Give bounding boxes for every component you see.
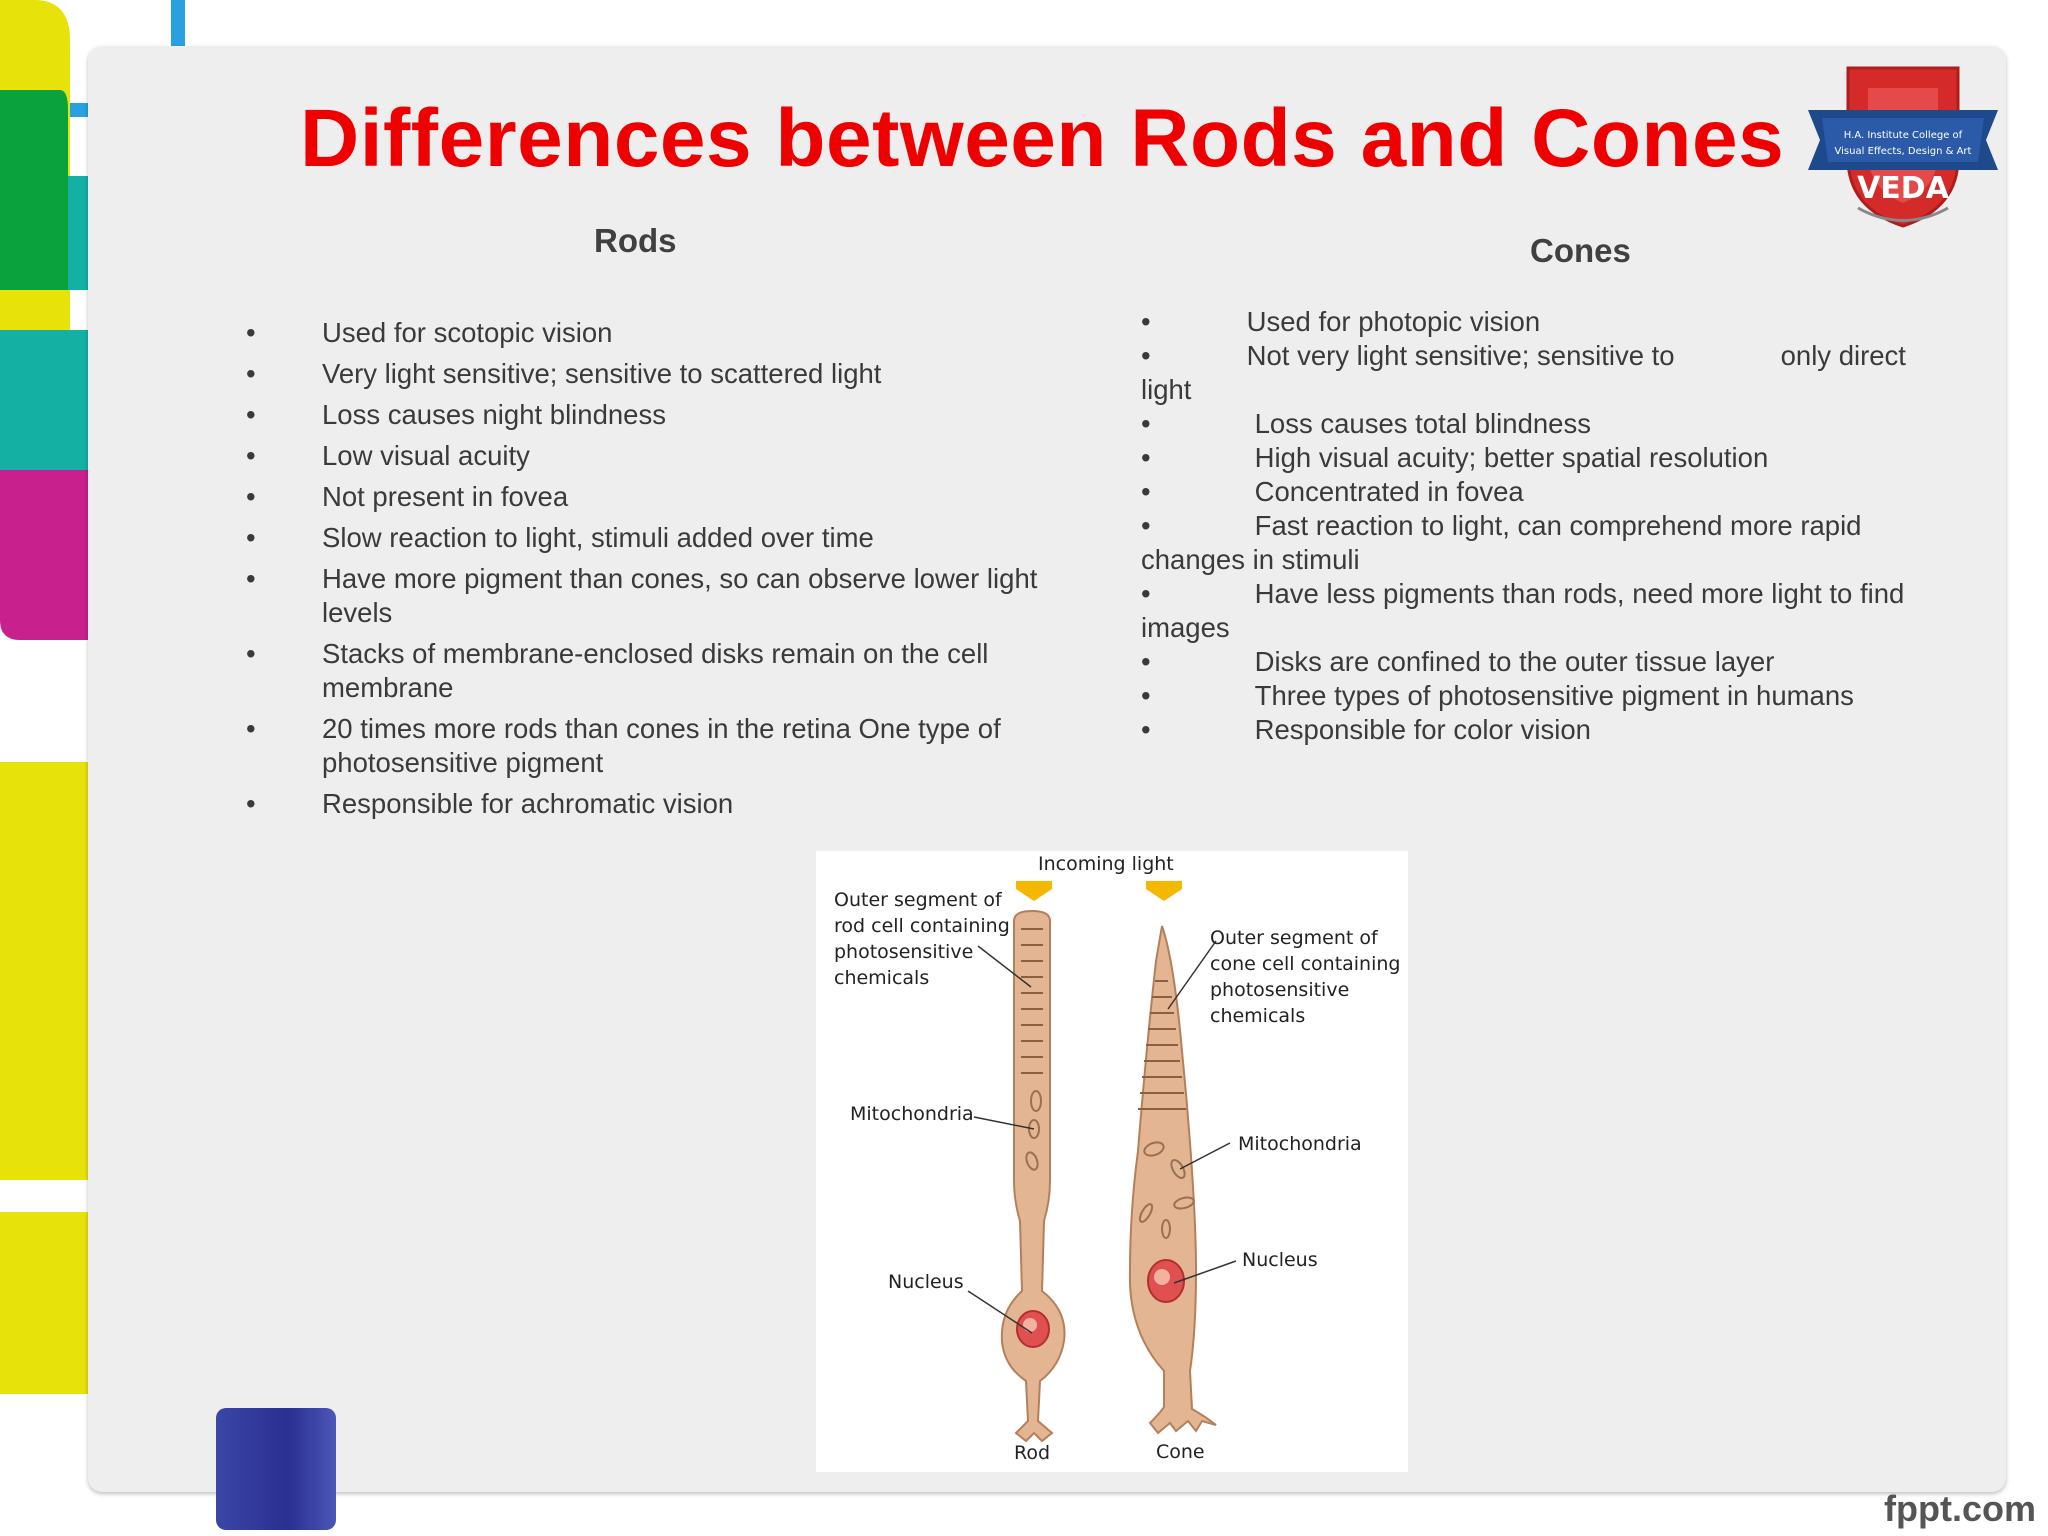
svg-text:H.A. Institute College of: H.A. Institute College of [1844, 130, 1963, 141]
list-item: •20 times more rods than cones in the re… [246, 713, 1001, 778]
bullet-dot: • [246, 638, 256, 669]
cone-mitochondria-label: Mitochondria [1238, 1133, 1362, 1155]
list-item: •Responsible for color vision [1141, 714, 1591, 745]
bullet-dot: • [246, 563, 256, 594]
bullet-dot: • [246, 399, 256, 430]
green-block [0, 90, 68, 290]
bullet-dot: • [246, 522, 256, 553]
bullet-dot: • [246, 788, 256, 819]
bullet-dot: • [246, 317, 256, 348]
bullet-dot: • [246, 440, 256, 471]
bullet-dot: • [1141, 714, 1151, 745]
rod-label: Rod [1014, 1442, 1051, 1464]
cones-list: •Used for photopic vision •Not very ligh… [1141, 305, 1941, 747]
bullet-dot: • [1141, 646, 1151, 677]
list-item: •Used for photopic vision [1141, 306, 1541, 337]
bullet-dot: • [1141, 408, 1151, 439]
bullet-dot: • [246, 358, 256, 389]
footer-brand: fppt.com [1884, 1488, 2036, 1529]
list-item-continuation: light [1141, 374, 1192, 405]
bullet-dot: • [1141, 340, 1151, 371]
bullet-dot: • [246, 713, 256, 744]
rod-cone-diagram: Incoming light Outer segment of rod cell… [816, 851, 1408, 1472]
list-item: •Concentrated in fovea [1141, 476, 1524, 507]
list-item: •Disks are confined to the outer tissue … [1141, 646, 1775, 677]
list-item: •Have more pigment than cones, so can ob… [246, 563, 1038, 628]
leader-lines [967, 940, 1237, 1334]
rod-cell [1000, 909, 1066, 1443]
list-item: •Very light sensitive; sensitive to scat… [246, 358, 882, 389]
list-item: •Loss causes night blindness [246, 399, 666, 430]
bullet-dot: • [1141, 476, 1151, 507]
college-crest-logo: H.A. Institute College of Visual Effects… [1808, 66, 1998, 228]
rod-nucleus-label: Nucleus [888, 1271, 964, 1293]
list-item: •Three types of photosensitive pigment i… [1141, 680, 1854, 711]
cone-nucleus-label: Nucleus [1242, 1249, 1318, 1271]
bullet-dot: • [1141, 510, 1151, 541]
rod-mitochondria-label: Mitochondria [850, 1103, 974, 1125]
rod-outer-segment-label: Outer segment of rod cell containing pho… [834, 889, 1010, 989]
rods-heading: Rods [594, 222, 677, 259]
light-arrow-cone [1146, 881, 1182, 901]
list-item: •Stacks of membrane-enclosed disks remai… [246, 638, 989, 703]
slide-title: Differences between Rods and Cones [300, 93, 1785, 184]
svg-text:Visual Effects, Design & Art: Visual Effects, Design & Art [1835, 146, 1972, 157]
bullet-dot: • [246, 481, 256, 512]
list-item: •Low visual acuity [246, 440, 530, 471]
light-arrow-rod [1016, 881, 1052, 901]
list-item: •Used for scotopic vision [246, 317, 613, 348]
rods-list: •Used for scotopic vision •Very light se… [246, 316, 1046, 828]
cone-outer-segment-label: Outer segment of cone cell containing ph… [1210, 927, 1401, 1027]
svg-text:VEDA: VEDA [1857, 171, 1950, 206]
list-item: •High visual acuity; better spatial reso… [1141, 442, 1769, 473]
incoming-light-label: Incoming light [1038, 853, 1174, 875]
cone-cell [1128, 925, 1217, 1435]
rod-cone-illustration [967, 881, 1237, 1443]
list-item: •Have less pigments than rods, need more… [1141, 578, 1905, 609]
bullet-dot: • [1141, 306, 1151, 337]
blue-square-decoration [216, 1408, 336, 1530]
cone-label: Cone [1156, 1441, 1205, 1463]
bullet-dot: • [1141, 680, 1151, 711]
list-item-continuation: images [1141, 612, 1230, 643]
list-item-continuation: changes in stimuli [1141, 544, 1360, 575]
list-item: •Responsible for achromatic vision [246, 788, 734, 819]
list-item: •Loss causes total blindness [1141, 408, 1591, 439]
list-item: •Not present in fovea [246, 481, 569, 512]
bullet-dot: • [1141, 578, 1151, 609]
cones-heading: Cones [1530, 232, 1631, 269]
list-item: •Fast reaction to light, can comprehend … [1141, 510, 1862, 541]
list-item: •Slow reaction to light, stimuli added o… [246, 522, 874, 553]
bullet-dot: • [1141, 442, 1151, 473]
